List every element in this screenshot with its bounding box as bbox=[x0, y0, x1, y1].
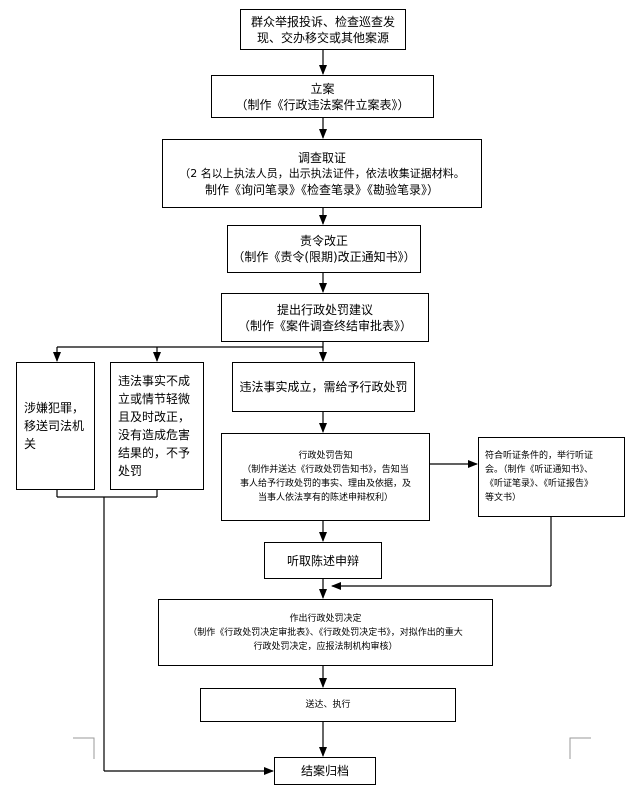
node-filing: 立案 （制作《行政违法案件立案表》） bbox=[211, 75, 434, 118]
node-source: 群众举报投诉、检查巡查发 现、交办移交或其他案源 bbox=[240, 9, 406, 50]
corner-mark-left bbox=[73, 737, 95, 759]
node-statement: 听取陈述申辩 bbox=[264, 542, 382, 579]
node-archive: 结案归档 bbox=[274, 757, 376, 785]
node-proposal: 提出行政处罚建议 （制作《案件调查终结审批表》） bbox=[221, 293, 429, 342]
corner-mark-right bbox=[569, 737, 591, 759]
node-notice: 行政处罚告知 （制作并送达《行政处罚告知书》，告知当 事人给予行政处罚的事实、理… bbox=[221, 433, 430, 521]
node-rectify: 责令改正 （制作《责令(限期)改正通知书》） bbox=[227, 225, 421, 273]
node-decision: 作出行政处罚决定 （制作《行政处罚决定审批表》、《行政处罚决定书》，对拟作出的重… bbox=[158, 599, 493, 666]
node-no-penalty: 违法事实不成 立或情节轻微 且及时改正， 没有造成危害 结果的，不予 处罚 bbox=[110, 362, 204, 490]
node-delivery: 送达、执行 bbox=[200, 688, 456, 722]
node-investigation: 调查取证 （2 名以上执法人员，出示执法证件，依法收集证据材料。 制作《询问笔录… bbox=[162, 139, 482, 208]
node-transfer: 涉嫌犯罪， 移送司法机 关 bbox=[16, 362, 95, 490]
node-hearing: 符合听证条件的，举行听证 会。（制作《听证通知书》、 《听证笔录》、《听证报告》… bbox=[478, 437, 625, 517]
node-penalty-needed: 违法事实成立，需给予行政处罚 bbox=[232, 362, 415, 412]
